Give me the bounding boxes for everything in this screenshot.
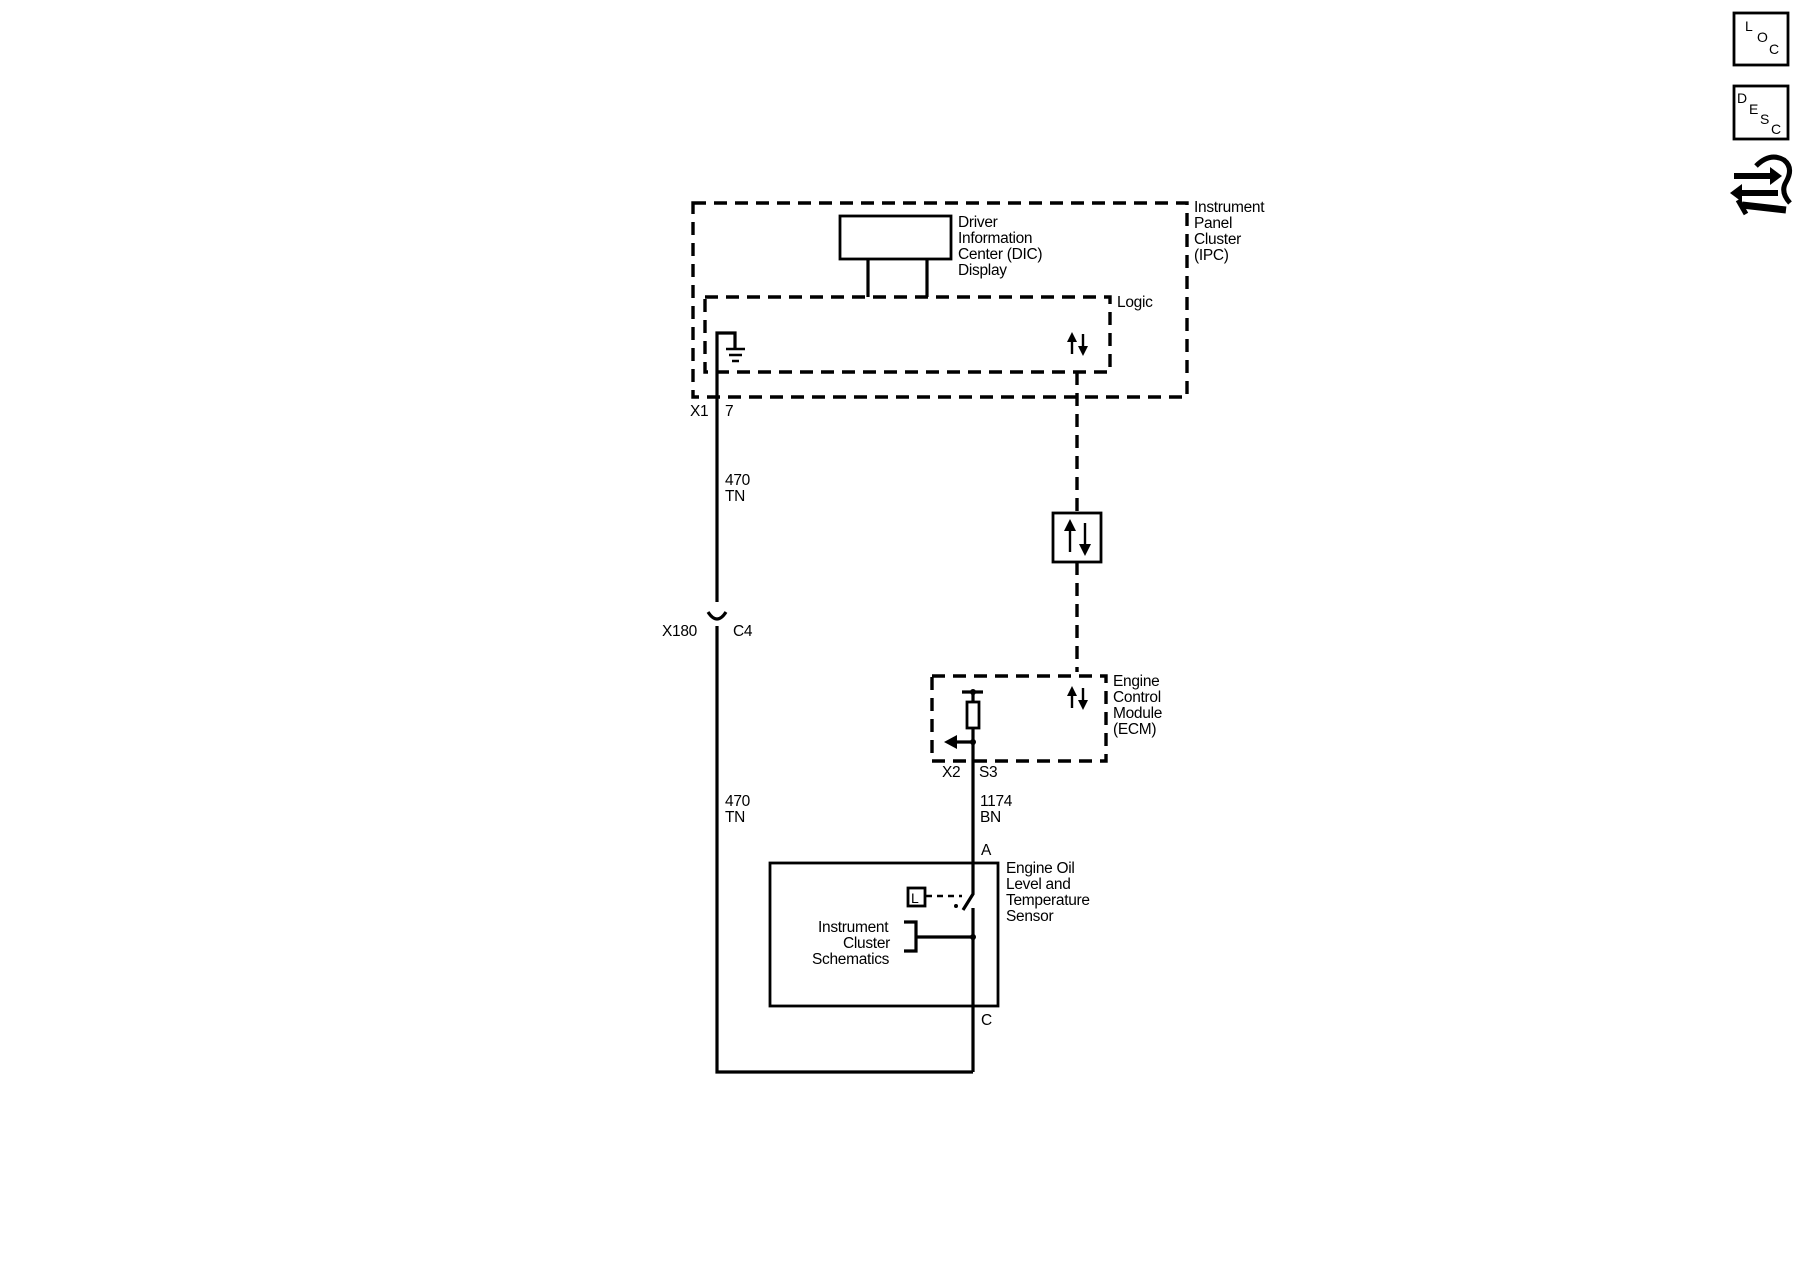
- svg-text:TN: TN: [725, 809, 745, 826]
- ipc-connector-label: X1: [690, 403, 708, 420]
- svg-text:Cluster: Cluster: [843, 935, 890, 952]
- ipc-label: Instrument Panel Cluster (IPC): [1194, 199, 1266, 264]
- svg-text:Cluster: Cluster: [1194, 231, 1241, 248]
- svg-text:Instrument: Instrument: [818, 919, 889, 936]
- wire-1174-label: 1174 BN: [980, 793, 1013, 826]
- svg-text:Information: Information: [958, 230, 1032, 247]
- ipc-serial-data-arrows-icon: [1067, 332, 1088, 356]
- x180-pin-label: C4: [733, 623, 753, 640]
- inline-connector-x180: X180 C4: [662, 611, 753, 640]
- svg-text:Driver: Driver: [958, 214, 998, 231]
- ecm-serial-data-arrows-icon: [1067, 686, 1088, 710]
- loc-letter-c: C: [1769, 41, 1779, 57]
- level-symbol-icon: L: [906, 886, 927, 908]
- svg-text:Schematics: Schematics: [812, 951, 890, 968]
- dic-display-leads: [866, 259, 929, 297]
- svg-text:Module: Module: [1113, 705, 1162, 722]
- desc-letter-s: S: [1760, 111, 1769, 127]
- dic-display-label: Driver Information Center (DIC) Display: [958, 214, 1043, 279]
- schematic-reference-bracket: [904, 920, 973, 953]
- logic-boundary: [703, 295, 1112, 374]
- dic-display-box: [838, 214, 953, 261]
- repair-procedure-button[interactable]: [1730, 154, 1792, 216]
- location-icon: [1732, 11, 1790, 67]
- desc-letter-c: C: [1771, 121, 1781, 137]
- svg-text:Temperature: Temperature: [1006, 892, 1090, 909]
- desc-letter-d: D: [1737, 90, 1747, 106]
- svg-text:Control: Control: [1113, 689, 1161, 706]
- ipc-module: Instrument Panel Cluster (IPC) Driver In…: [690, 199, 1266, 420]
- svg-text:TN: TN: [725, 488, 745, 505]
- desc-letter-e: E: [1749, 101, 1758, 117]
- oil-sensor-label: Engine Oil Level and Temperature Sensor: [1006, 860, 1090, 925]
- ipc-boundary: [691, 201, 1189, 399]
- svg-text:(ECM): (ECM): [1113, 721, 1156, 738]
- svg-text:Engine Oil: Engine Oil: [1006, 860, 1075, 877]
- svg-text:Panel: Panel: [1194, 215, 1232, 232]
- loc-letter-l: L: [1745, 18, 1753, 34]
- serial-data-icon: [1051, 511, 1103, 564]
- oil-sensor-box: [768, 861, 1000, 1008]
- sensor-pin-c-label: C: [981, 1012, 992, 1029]
- x180-connector-label: X180: [662, 623, 698, 640]
- ecm-pin-label: S3: [979, 764, 997, 781]
- svg-text:Instrument: Instrument: [1194, 199, 1265, 216]
- svg-text:1174: 1174: [980, 793, 1013, 810]
- wire-470-upper-label: 470 TN: [725, 472, 751, 505]
- svg-text:Engine: Engine: [1113, 673, 1159, 690]
- svg-text:470: 470: [725, 793, 751, 810]
- ecm-module: Engine Control Module (ECM) X2 S3: [930, 673, 1162, 781]
- wire-470-lower: [715, 626, 973, 1074]
- oil-sensor: Engine Oil Level and Temperature Sensor …: [768, 842, 1090, 1072]
- ecm-connector-label: X2: [942, 764, 960, 781]
- wire-470-lower-label: 470 TN: [725, 793, 751, 826]
- repair-procedure-icon: [1730, 154, 1792, 216]
- svg-text:Display: Display: [958, 262, 1007, 279]
- description-icon: [1732, 84, 1790, 141]
- svg-text:Sensor: Sensor: [1006, 908, 1053, 925]
- sensor-pin-a-label: A: [981, 842, 992, 859]
- ipc-pin-label: 7: [725, 403, 733, 420]
- loc-button[interactable]: L O C: [1732, 11, 1790, 67]
- ground-icon: [715, 331, 745, 420]
- logic-label: Logic: [1117, 294, 1153, 311]
- loc-letter-o: O: [1757, 29, 1768, 45]
- svg-text:(IPC): (IPC): [1194, 247, 1229, 264]
- ecm-label: Engine Control Module (ECM): [1113, 673, 1162, 738]
- ecm-boundary: [930, 674, 1108, 763]
- pull-up-resistor-icon: [944, 689, 983, 764]
- svg-text:Center (DIC): Center (DIC): [958, 246, 1042, 263]
- svg-text:BN: BN: [980, 809, 1001, 826]
- svg-text:470: 470: [725, 472, 751, 489]
- desc-button[interactable]: D E S C: [1732, 84, 1790, 141]
- svg-text:L: L: [911, 890, 919, 906]
- svg-text:Level and: Level and: [1006, 876, 1071, 893]
- schematic-reference-link[interactable]: Instrument Cluster Schematics: [812, 919, 890, 968]
